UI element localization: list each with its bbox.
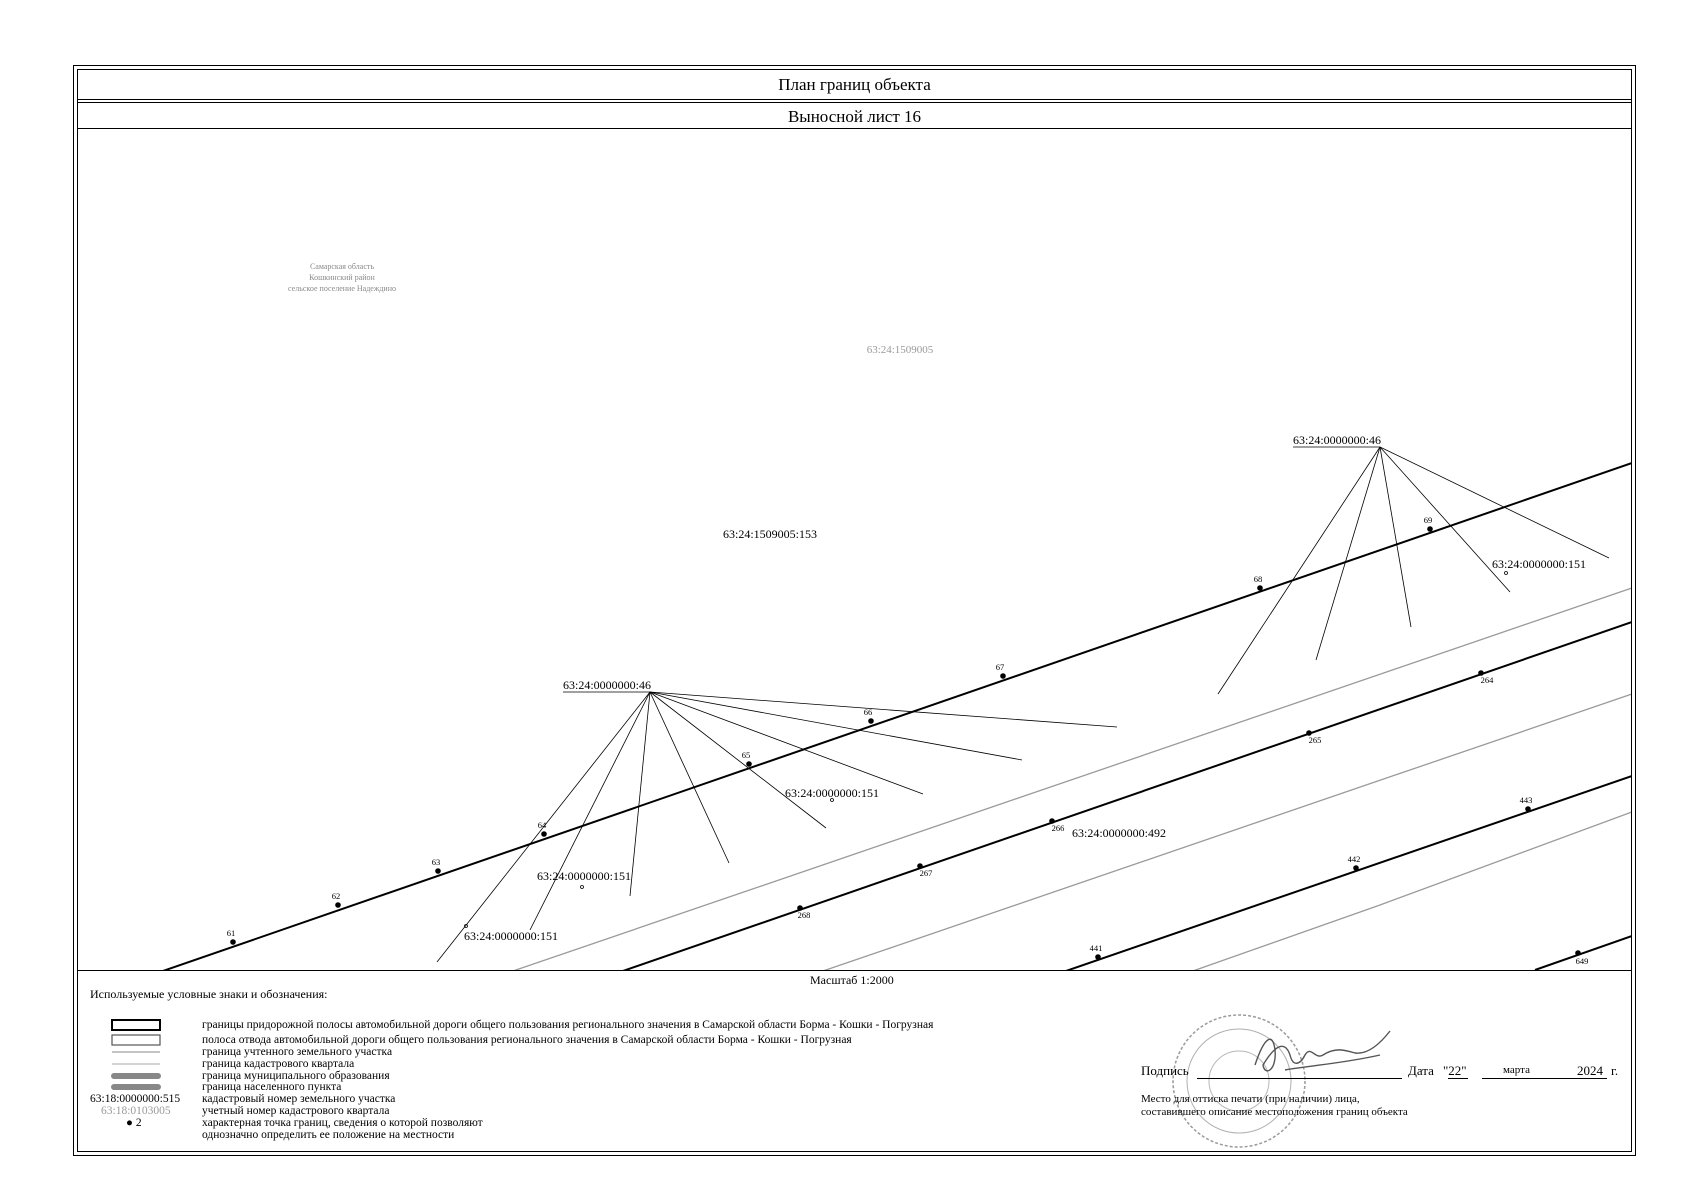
- legend-symbol-light-line: [112, 1063, 160, 1065]
- sheet-subtitle: Выносной лист 16: [77, 102, 1632, 129]
- point-label: 649: [1576, 956, 1589, 966]
- legend-sample-point: ● 2: [126, 1117, 142, 1129]
- point-label: 66: [864, 707, 873, 717]
- parcel-label-dots: [464, 571, 1508, 928]
- point-label: 67: [996, 662, 1005, 672]
- boundary-points: [230, 526, 1581, 960]
- callout-label-46-b: 63:24:0000000:46: [1293, 433, 1381, 447]
- legend-separator: [77, 970, 1632, 971]
- point-label: 65: [742, 750, 751, 760]
- point-label: 441: [1090, 943, 1103, 953]
- region-label-line-3: сельское поселение Надеждино: [288, 284, 396, 293]
- legend-sample-parcel: 63:18:0000000:515: [90, 1093, 181, 1105]
- stamp-note-line-1: Место для оттиска печати (при наличии) л…: [1141, 1093, 1360, 1105]
- point-label: 268: [798, 910, 811, 920]
- point-label: 264: [1481, 675, 1495, 685]
- date-year-line: [1576, 1064, 1607, 1079]
- callout-label-151-d: 63:24:0000000:151: [1492, 557, 1586, 571]
- sheet-outer-frame: [73, 65, 1636, 1156]
- date-day-line: [1448, 1064, 1468, 1079]
- date-day: "22": [1443, 1063, 1467, 1078]
- callout-label-492: 63:24:0000000:492: [1072, 826, 1166, 840]
- legend-symbol-double-gray: [111, 1034, 161, 1046]
- region-label-line-2: Кошкинский район: [309, 273, 375, 282]
- legend-symbol-thick-gray-2: [111, 1084, 161, 1090]
- point-label: 61: [227, 928, 236, 938]
- legend-symbol-double-black: [111, 1019, 161, 1031]
- callout-label-151-b: 63:24:0000000:151: [537, 869, 631, 883]
- legend-symbol-thick-gray: [111, 1073, 161, 1079]
- point-label: 267: [920, 868, 933, 878]
- callout-label-46-a: 63:24:0000000:46: [563, 678, 651, 692]
- date-month: марта: [1503, 1064, 1530, 1076]
- callout-leaders-2: [1217, 446, 1610, 695]
- roadside-boundary-line-2: [622, 621, 1631, 970]
- sheet-inner-frame: [77, 69, 1632, 1152]
- point-label: 62: [332, 891, 341, 901]
- point-label: 265: [1309, 735, 1322, 745]
- date-year-suffix: г.: [1611, 1063, 1619, 1078]
- date-month-line: [1482, 1064, 1577, 1079]
- point-label: 63: [432, 857, 441, 867]
- legend-sample-quarter: 63:18:0103005: [101, 1105, 171, 1117]
- right-of-way-line-1: [513, 587, 1631, 970]
- signature-label: Подпись: [1141, 1063, 1189, 1078]
- legend-symbol-gray-line: [112, 1051, 160, 1053]
- right-of-way-line-2: [823, 693, 1631, 970]
- callout-leaders-1: [436, 691, 1118, 963]
- callout-label-151-c: 63:24:0000000:151: [464, 929, 558, 943]
- stamp-note-line-2: составившего описание местоположения гра…: [1141, 1106, 1408, 1118]
- roadside-boundary-line-3: [1065, 775, 1631, 970]
- point-label: 68: [1254, 574, 1263, 584]
- point-label: 442: [1348, 854, 1361, 864]
- roadside-boundary-line-4: [1534, 935, 1631, 970]
- page-title: План границ объекта: [77, 69, 1632, 100]
- right-of-way-line-3: [1193, 811, 1631, 970]
- point-label: 64: [538, 820, 547, 830]
- legend-title: Используемые условные знаки и обозначени…: [90, 987, 328, 1001]
- date-label: Дата: [1408, 1063, 1434, 1078]
- seal-stamp: [1172, 1014, 1306, 1148]
- parcel-label: 63:24:1509005:153: [723, 527, 817, 541]
- point-label: 443: [1520, 795, 1533, 805]
- quarter-label: 63:24:1509005: [867, 344, 934, 356]
- signature-line: [1197, 1064, 1402, 1079]
- region-label-line-1: Самарская область: [310, 262, 374, 271]
- callout-label-151-a: 63:24:0000000:151: [785, 786, 879, 800]
- map-scale: Масштаб 1:2000: [810, 973, 894, 987]
- date-year: 2024: [1577, 1063, 1603, 1078]
- point-label: 69: [1424, 515, 1433, 525]
- handwritten-signature: [1254, 1030, 1391, 1072]
- roadside-boundary-line-1: [162, 462, 1631, 970]
- point-label: 266: [1052, 823, 1065, 833]
